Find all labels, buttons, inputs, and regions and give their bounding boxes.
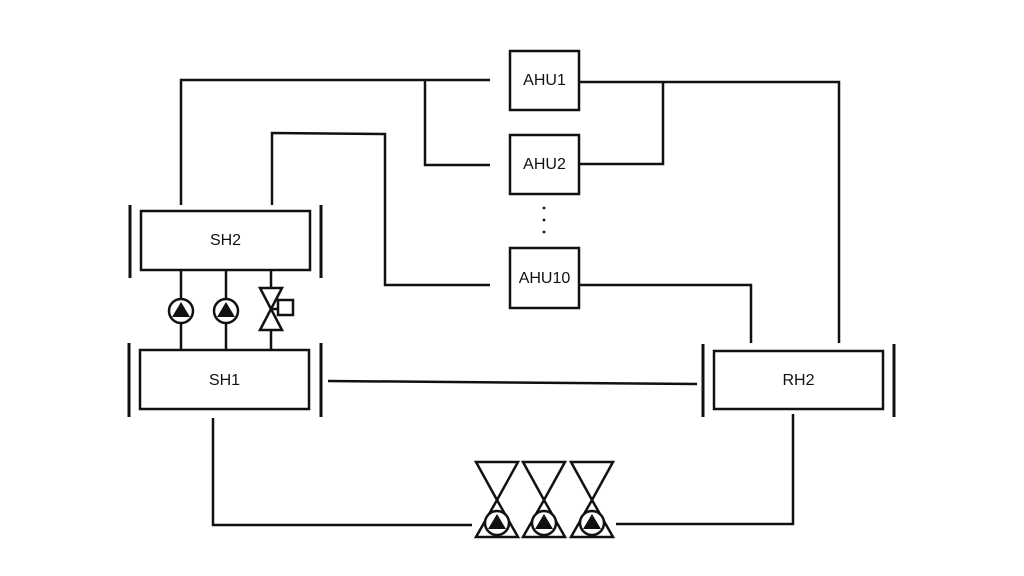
valve-bottom-triangle [257,306,285,332]
pump-icon [212,297,240,325]
pipe-ahu1-to-rh2 [580,80,841,343]
sh2-header: SH2 [139,209,312,272]
ellipsis-dot-3 [542,230,546,234]
ahu2-unit: AHU2 [508,133,581,196]
pump-a-triangle [172,302,190,317]
pipe-sh1-to-rh2 [327,379,698,386]
sh1-label: SH1 [209,372,240,389]
pump-triangle [488,514,506,529]
sh1-header: SH1 [138,348,311,411]
pump-icon [167,297,195,325]
pipe-sh2-to-ahu1 [179,78,490,205]
pump-b-triangle [217,302,235,317]
rh2-header: RH2 [712,349,885,411]
pipe-branch-ahu2-left [423,80,490,167]
sh2-box [139,209,312,272]
sh2-label: SH2 [210,232,241,249]
ahu1-box [508,49,581,112]
valve-icon [568,460,616,539]
ahu2-box [508,133,581,196]
ellipsis-dots [542,206,546,234]
ahu10-unit: AHU10 [508,246,581,310]
actuator-icon [276,298,295,317]
valve-icon [473,460,521,539]
ellipsis-dot-1 [542,206,546,210]
ahu1-unit: AHU1 [508,49,581,112]
pipe-sh2-to-ahu10 [270,131,490,287]
pump-valve-station-2 [520,460,568,539]
valve-icon [257,286,295,332]
ahu1-label: AHU1 [523,72,566,89]
pump-valve-station-3 [568,460,616,539]
ahu10-label: AHU10 [519,270,571,287]
pump-triangle [535,514,553,529]
pipe-ahu10-to-rh2 [580,283,753,343]
pipe-branch-ahu2-right [580,82,665,166]
ahu2-label: AHU2 [523,156,566,173]
header-bars [127,205,896,417]
pipe-sh1-to-pumps [211,418,472,527]
pipe-rh2-to-pumps [616,414,795,526]
pump-valve-station-1 [473,460,521,539]
valve-icon [520,460,568,539]
rh2-label: RH2 [782,372,814,389]
ahu10-box [508,246,581,310]
sh1-box [138,348,311,411]
pipes [179,78,841,527]
valve-top-triangle [257,286,285,312]
rh2-box [712,349,885,411]
pump-triangle [583,514,601,529]
ellipsis-dot-2 [542,218,546,222]
